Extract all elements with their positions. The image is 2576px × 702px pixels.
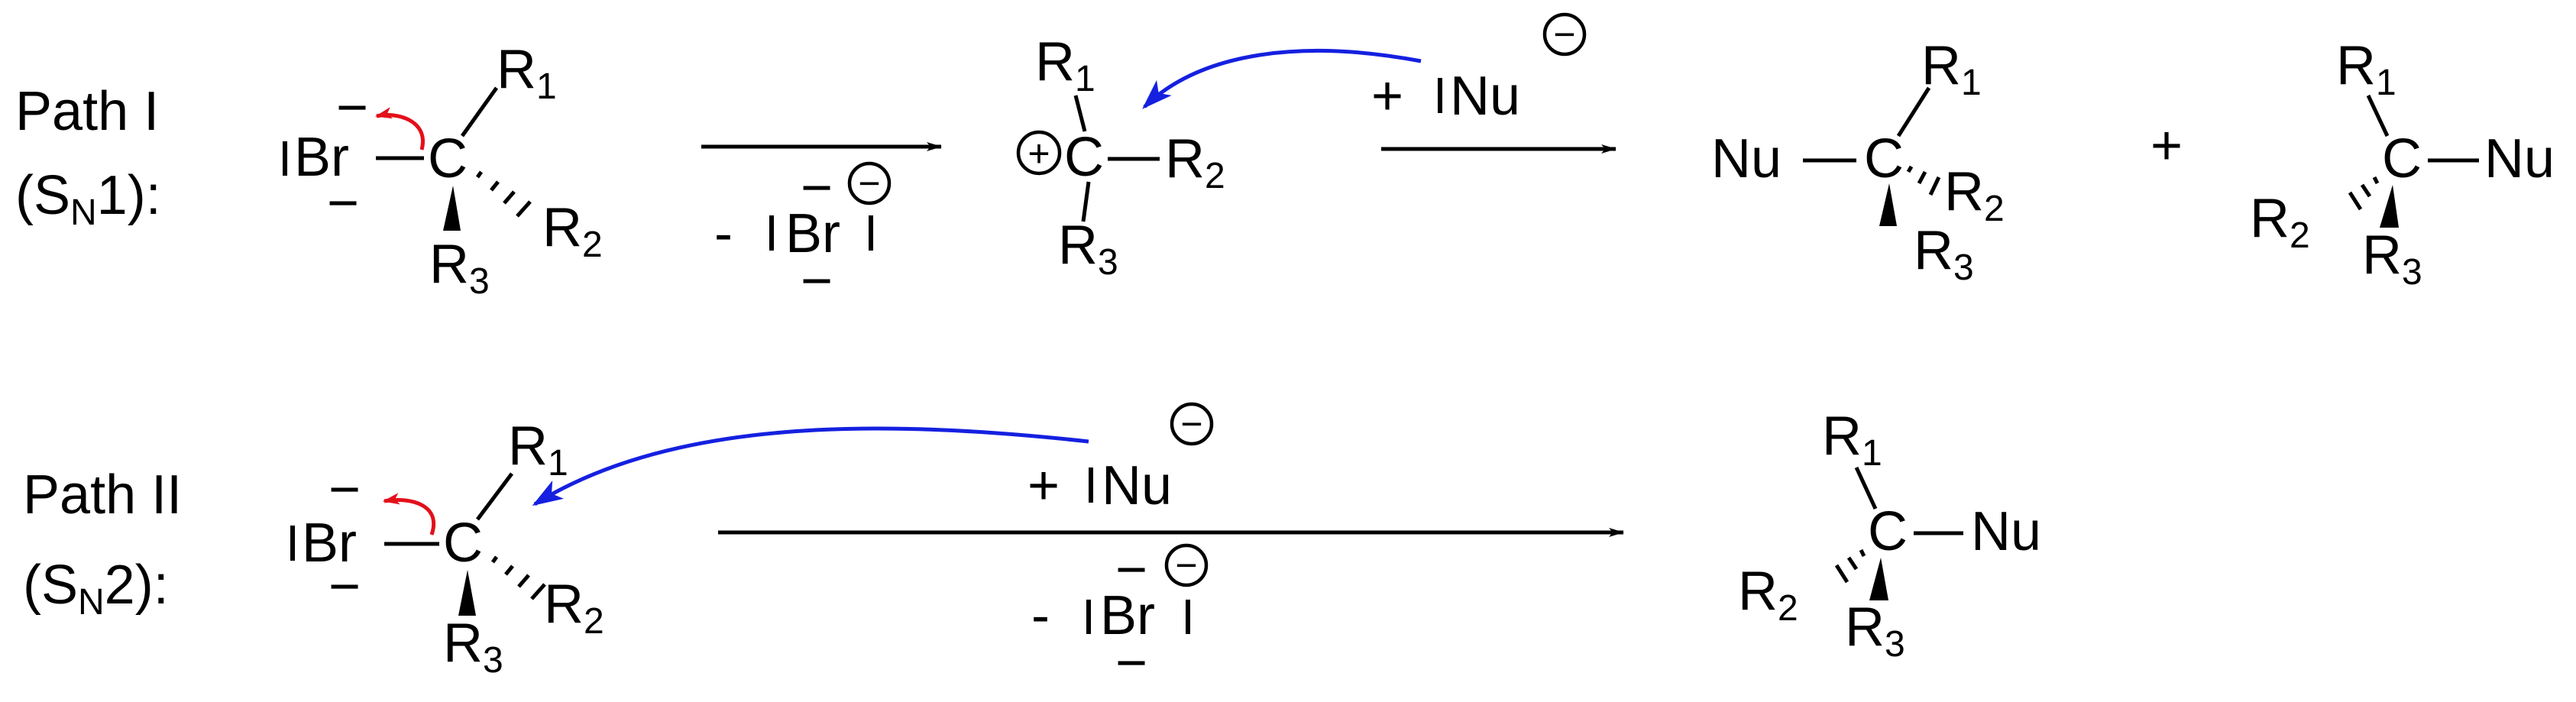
lone-pair-top: − <box>336 77 368 138</box>
product-2: R1 C Nu R2 R3 <box>2250 35 2555 293</box>
product-1: Nu C R1 R2 R3 <box>1711 35 2005 288</box>
bromide-label: Br <box>785 203 840 264</box>
hashed-wedge-r2 <box>1834 548 1866 584</box>
step-2-nucleophile: + Nu − <box>1371 12 1587 127</box>
carbon-atom: C <box>2382 128 2422 189</box>
r3-label: R3 <box>2362 225 2422 293</box>
lone-pair-bottom: − <box>327 173 359 234</box>
c-r3-bond <box>1081 181 1091 222</box>
plus-sign: + <box>1371 66 1403 127</box>
lone-pair-top: − <box>328 459 361 520</box>
positive-charge-circle <box>1016 130 1062 176</box>
negative-charge-circle <box>1170 402 1214 446</box>
hashed-wedge-r2 <box>1906 165 1941 196</box>
solid-wedge-r3 <box>2380 185 2399 228</box>
minus-sign: - <box>714 203 733 264</box>
hashed-wedge-r2 <box>475 170 532 218</box>
nucleophile-label: Nu <box>1450 66 1520 127</box>
solid-wedge-r3 <box>1879 183 1897 226</box>
r2-label: R2 <box>1944 161 2005 229</box>
plus-sign: + <box>1027 455 1060 516</box>
blue-curved-arrow <box>1142 49 1422 109</box>
nucleophile-label: Nu <box>1102 455 1172 516</box>
c-r1-bond <box>476 472 513 521</box>
negative-charge-sign: − <box>1553 13 1575 56</box>
carbon-atom: C <box>443 513 483 574</box>
path-2-label: Path II <box>23 464 182 526</box>
plus-between-products: + <box>2150 115 2183 176</box>
negative-charge-sign: − <box>858 162 880 205</box>
r3-label: R3 <box>1845 597 1905 665</box>
r1-label: R1 <box>508 416 568 484</box>
c-r1-bond <box>1073 95 1087 132</box>
r2-label: R2 <box>1738 561 1798 629</box>
bromine-atom: Br <box>294 127 349 188</box>
bromine-atom: Br <box>302 513 357 574</box>
red-curved-arrow <box>374 107 425 150</box>
lone-pair-bottom: − <box>1115 632 1147 694</box>
solid-wedge-r3 <box>1869 558 1888 600</box>
minus-sign: - <box>1031 585 1050 646</box>
c-r1-bond <box>2366 94 2390 137</box>
carbon-atom: C <box>428 128 468 189</box>
path-1-label: Path I <box>15 81 159 142</box>
negative-charge-circle <box>847 161 892 205</box>
nucleophile-label: Nu <box>1711 128 1782 189</box>
positive-charge-sign: + <box>1027 132 1050 175</box>
r1-label: R1 <box>1921 35 1982 103</box>
r3-label: R3 <box>429 234 490 302</box>
hashed-wedge-r2 <box>490 555 546 600</box>
c-r1-bond <box>460 86 499 137</box>
carbon-atom: C <box>1864 128 1904 189</box>
negative-charge-circle <box>1164 543 1209 587</box>
r3-label: R3 <box>443 613 503 681</box>
negative-charge-sign: − <box>1180 403 1202 445</box>
path-1-substrate: Br − − C R1 R2 R3 <box>283 39 603 302</box>
step-1-leaving-bromide: - Br − − − <box>714 157 892 312</box>
carbon-atom: C <box>1064 127 1104 188</box>
r3-label: R3 <box>1058 215 1118 283</box>
bromide-below-arrow: - Br − − − <box>1031 539 1209 694</box>
r2-label: R2 <box>1165 128 1225 196</box>
negative-charge-sign: − <box>1175 544 1197 587</box>
lone-pair-bottom: − <box>328 556 361 617</box>
path-2: Path II (SN2): Br − − C R1 R2 R3 + Nu <box>23 402 2041 694</box>
lone-pair-bottom: − <box>801 251 833 312</box>
carbocation: + C R1 R2 R3 <box>1016 31 1225 283</box>
nucleophile-above-arrow: + Nu − <box>1027 402 1214 516</box>
red-curved-arrow <box>382 493 435 535</box>
lone-pair-top: − <box>801 157 833 218</box>
r3-label: R3 <box>1914 220 1974 288</box>
path-2-substrate: Br − − C R1 R2 R3 <box>290 416 604 681</box>
negative-charge-circle <box>1542 12 1587 57</box>
path-1: Path I (SN1): Br − − C R1 R2 R3 - Br <box>15 12 2555 312</box>
solid-wedge-r3 <box>458 570 476 616</box>
lone-pair-top: − <box>1115 539 1147 600</box>
nucleophile-label: Nu <box>1971 501 2041 562</box>
sn2-product: R1 C Nu R2 R3 <box>1738 406 2041 665</box>
nucleophile-label: Nu <box>2484 128 2555 189</box>
r1-label: R1 <box>1035 31 1095 99</box>
blue-curved-arrow <box>532 426 1089 506</box>
carbon-atom: C <box>1868 501 1908 562</box>
hashed-wedge-r2 <box>2348 176 2380 211</box>
r2-label: R2 <box>542 197 603 265</box>
bromide-label: Br <box>1100 585 1155 646</box>
path-2-mechanism: (SN2): <box>23 555 169 623</box>
r1-label: R1 <box>2336 35 2396 103</box>
r2-label: R2 <box>544 574 604 642</box>
c-r1-bond <box>1896 86 1931 137</box>
r1-label: R1 <box>1822 406 1882 474</box>
path-1-mechanism: (SN1): <box>15 165 161 233</box>
c-r1-bond <box>1854 466 1878 510</box>
r1-label: R1 <box>497 39 557 107</box>
solid-wedge-r3 <box>443 186 461 231</box>
r2-label: R2 <box>2250 188 2310 256</box>
